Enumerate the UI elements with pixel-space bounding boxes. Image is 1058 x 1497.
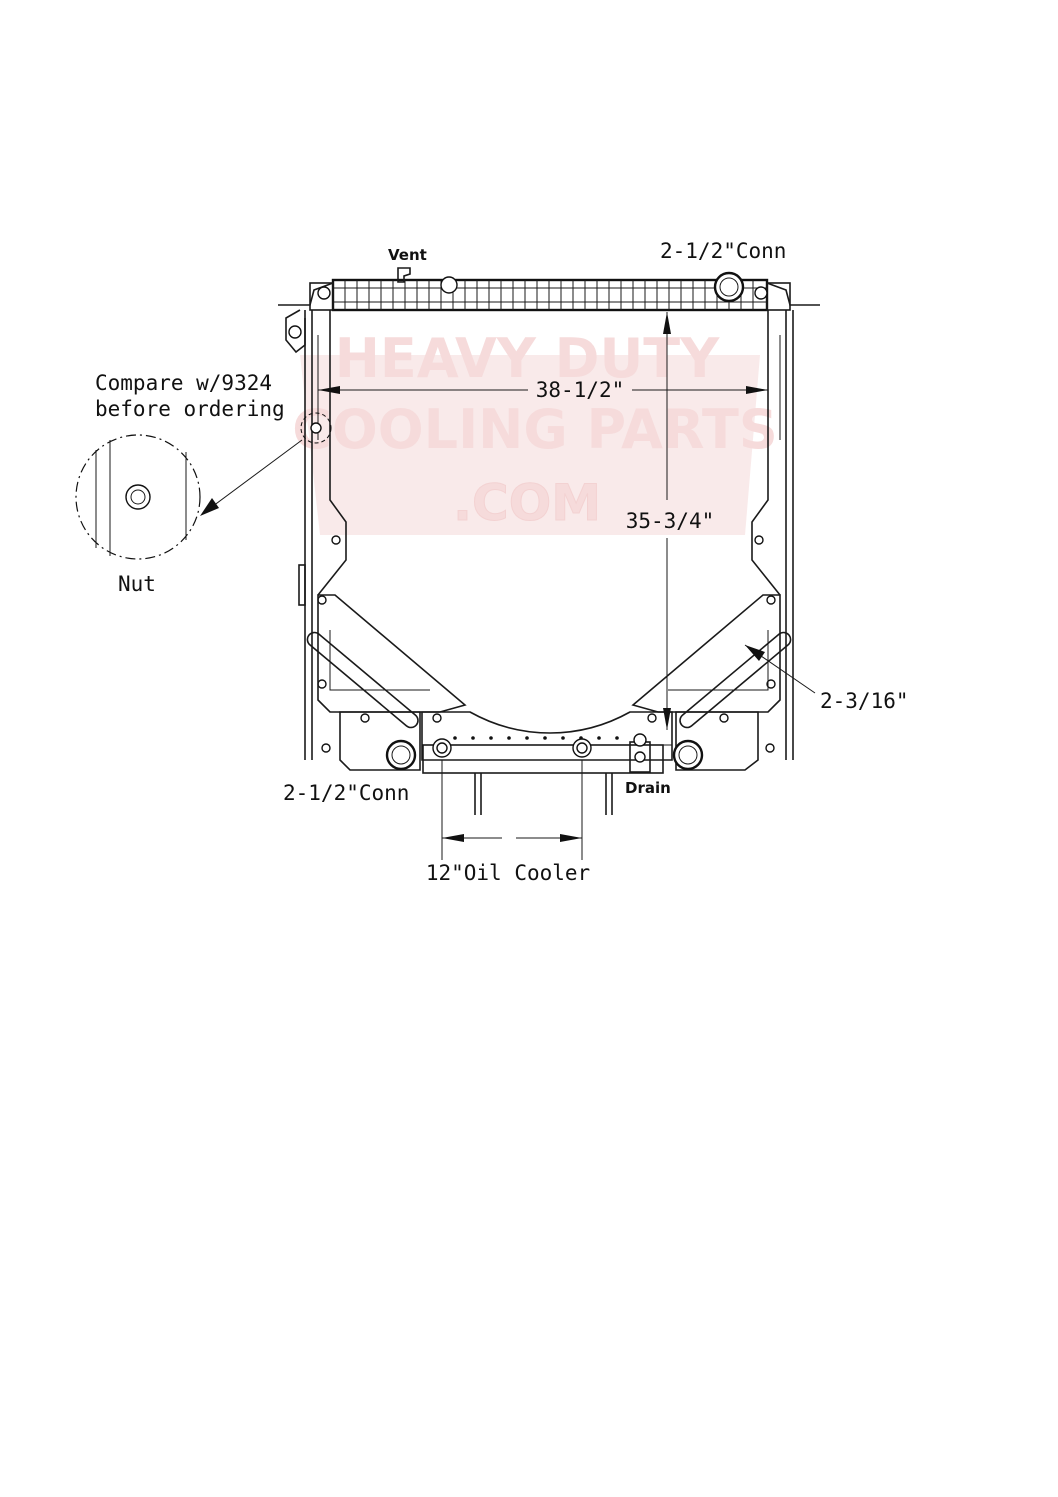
- top-inlet-connection: [713, 271, 745, 303]
- watermark-line2: COOLING PARTS: [292, 398, 778, 461]
- width-dimension-label: 38-1/2": [536, 378, 625, 402]
- vent-label: Vent: [388, 246, 427, 264]
- drain-valve: [629, 733, 651, 773]
- vent-fitting: [397, 267, 458, 294]
- watermark-line3: .COM: [453, 474, 601, 532]
- nut-label: Nut: [118, 572, 156, 596]
- radiator-frame: [298, 310, 794, 760]
- bottom-right-connection: [672, 739, 704, 771]
- oil-cooler-dimension: [441, 760, 583, 860]
- watermark: HEAVY DUTY COOLING PARTS .COM: [292, 327, 778, 535]
- rivet: [543, 736, 547, 740]
- rivet: [615, 736, 619, 740]
- right-diagonal-brace: [631, 594, 792, 729]
- rivet: [471, 736, 475, 740]
- rivet: [507, 736, 511, 740]
- bottom-connection-label: 2-1/2"Conn: [283, 781, 409, 805]
- bottom-outlet-connection: [385, 739, 417, 771]
- bottom-tank: [321, 711, 775, 815]
- rivet: [453, 736, 457, 740]
- width-dimension: [317, 380, 769, 410]
- rivet: [489, 736, 493, 740]
- height-dimension-label: 35-3/4": [626, 509, 715, 533]
- top-connection-label: 2-1/2"Conn: [660, 239, 786, 263]
- oil-cooler-label: 12"Oil Cooler: [426, 861, 590, 885]
- left-diagonal-brace: [306, 594, 467, 729]
- watermark-line1: HEAVY DUTY: [335, 327, 720, 390]
- drain-label: Drain: [625, 779, 671, 797]
- rivet: [597, 736, 601, 740]
- top-tank: [278, 278, 820, 354]
- nut-detail-callout: [75, 412, 332, 560]
- compare-note-line2: before ordering: [95, 397, 285, 421]
- core-dimension-leader: [744, 644, 816, 694]
- rivet: [561, 736, 565, 740]
- compare-note-line1: Compare w/9324: [95, 371, 272, 395]
- height-dimension: [663, 312, 671, 730]
- rivet: [525, 736, 529, 740]
- core-dimension-label: 2-3/16": [820, 689, 909, 713]
